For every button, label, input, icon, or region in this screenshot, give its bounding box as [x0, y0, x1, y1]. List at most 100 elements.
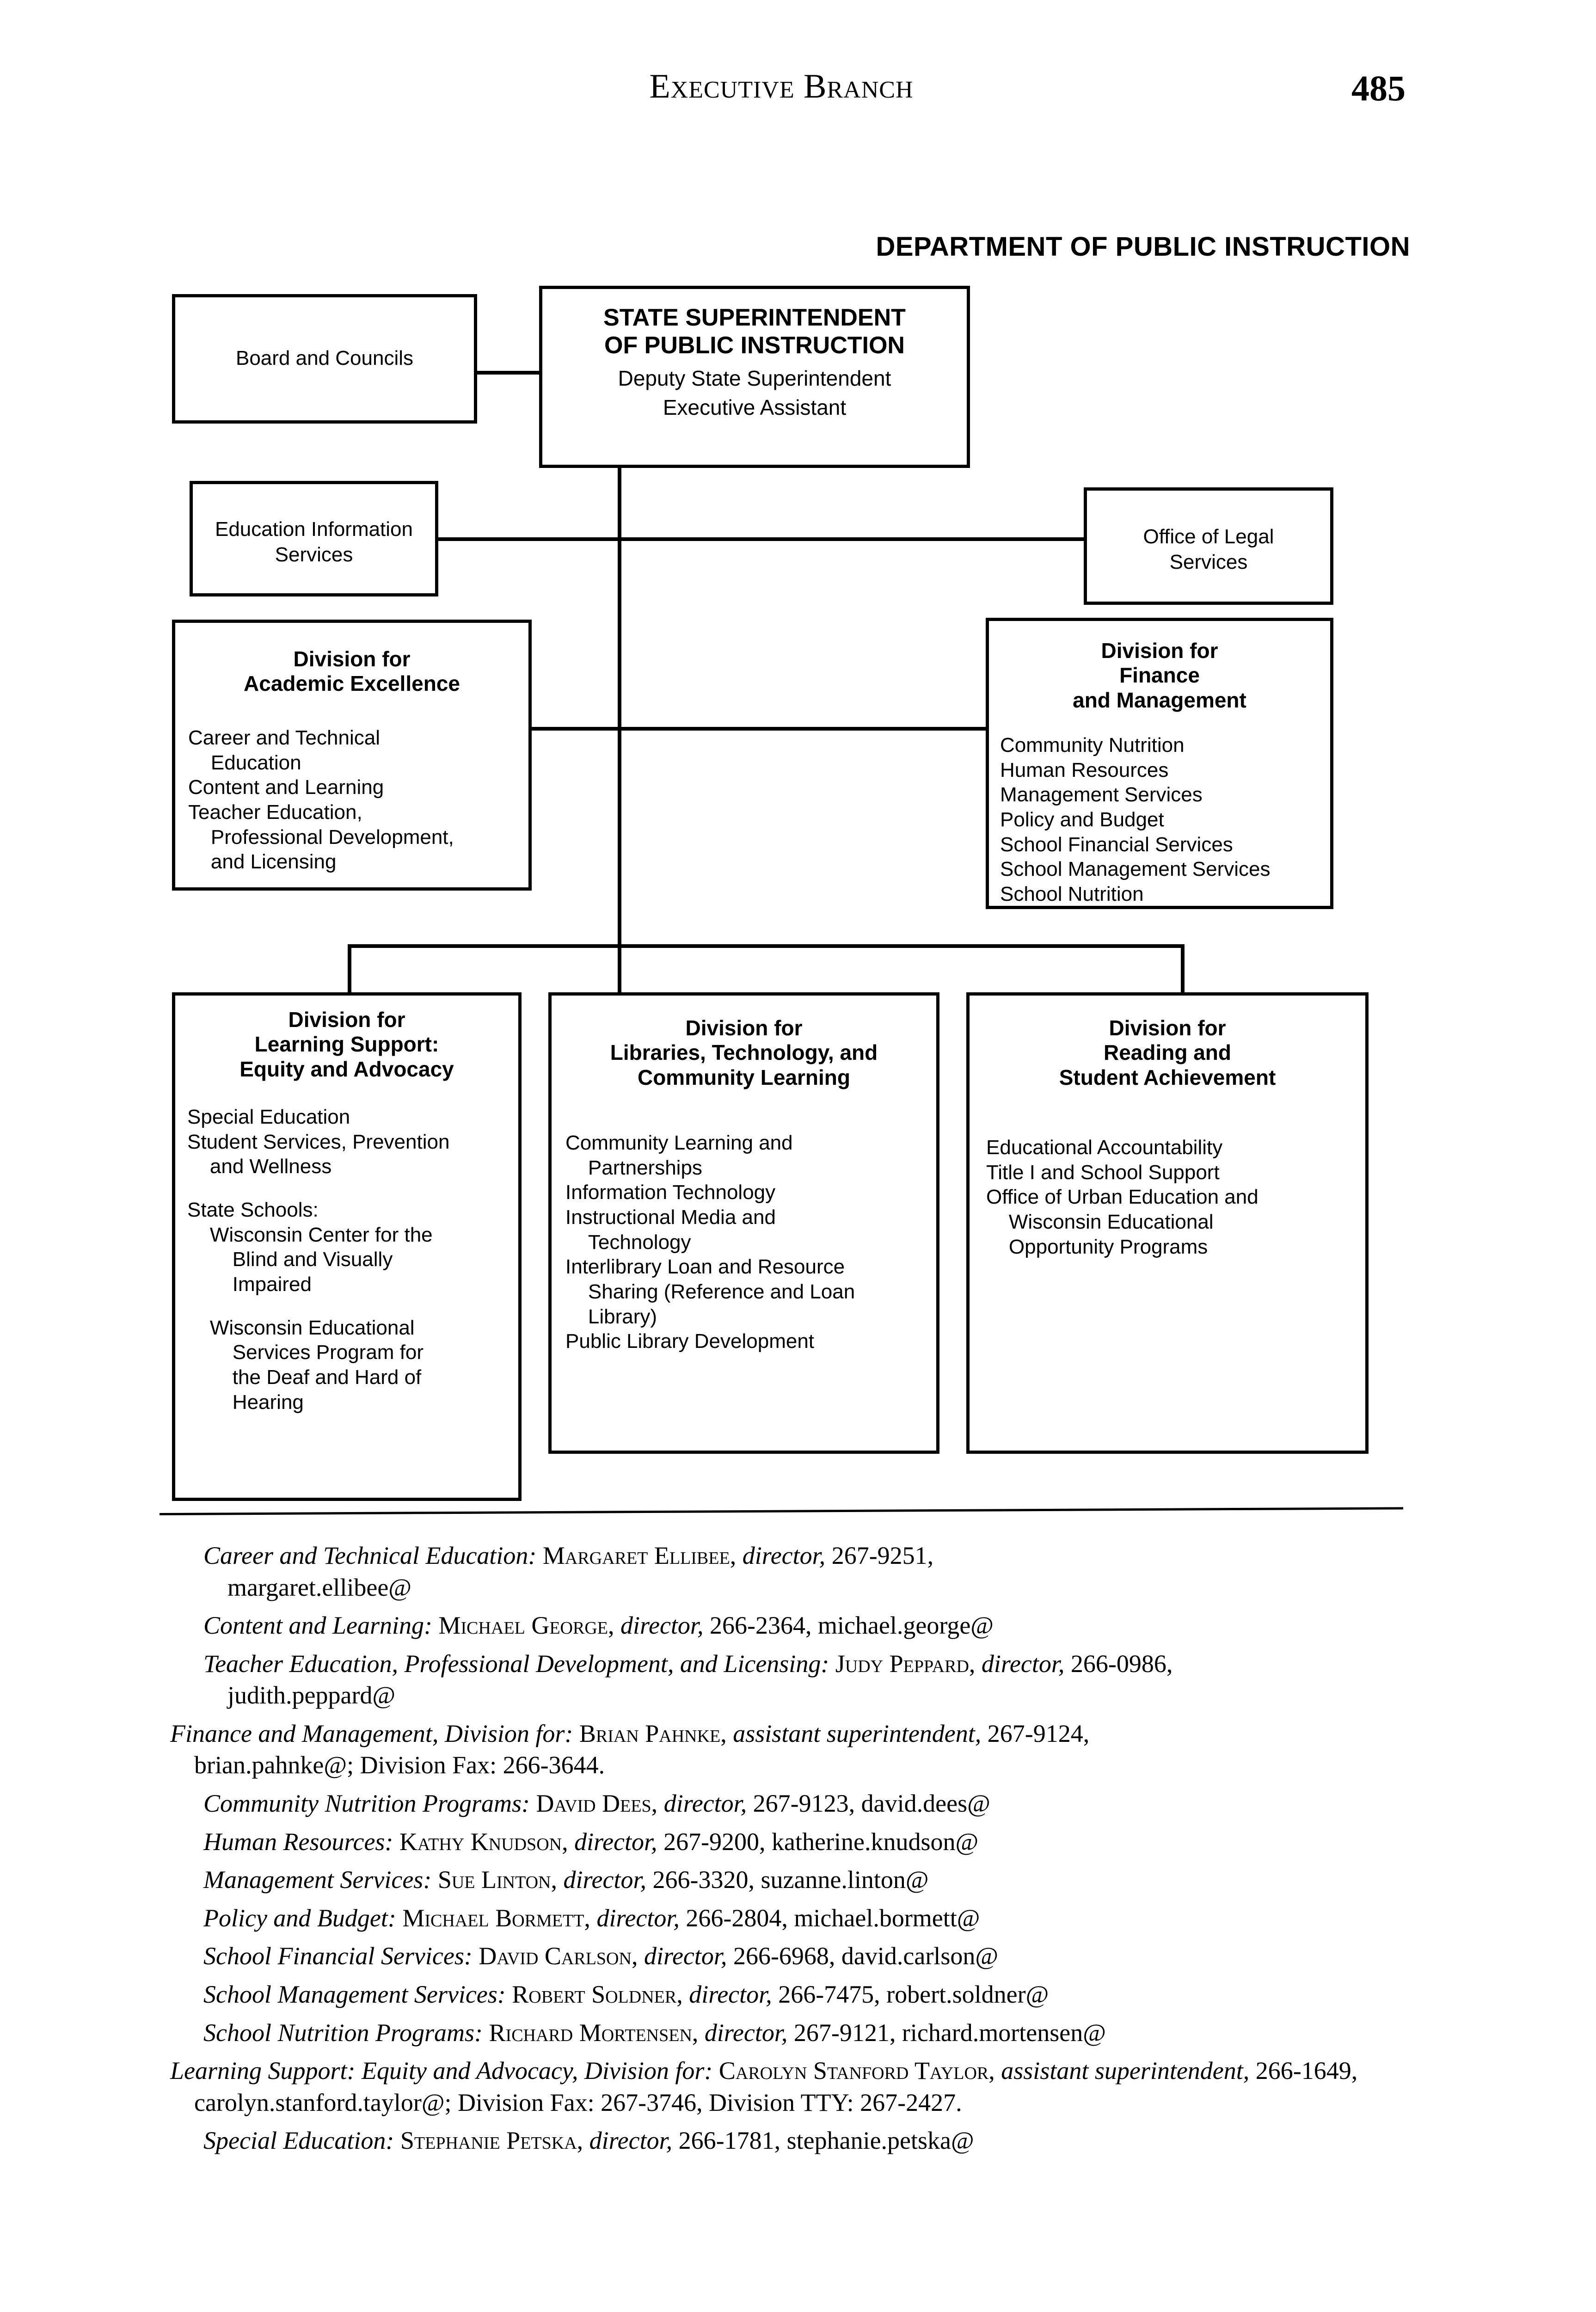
node-learning-support-header: Division for Learning Support: Equity an… — [175, 1008, 518, 1082]
finance-title-line1: Division for — [1101, 639, 1218, 663]
libraries-title-line1: Division for — [685, 1016, 803, 1040]
directory-entry-name: Sue Linton, — [437, 1866, 564, 1894]
learning-support-title-line2: Learning Support: — [254, 1032, 439, 1057]
node-office-of-legal-services[interactable]: Office of Legal Services — [1084, 487, 1333, 605]
node-board-and-councils-label: Board and Councils — [235, 347, 413, 369]
directory-entry: School Management Services: Robert Soldn… — [170, 1979, 1409, 2011]
directory-entry: Career and Technical Education: Margaret… — [170, 1540, 1409, 1603]
superintendent-title-line2: OF PUBLIC INSTRUCTION — [604, 332, 905, 359]
directory-entry-contact: richard.mortensen@ — [902, 2018, 1106, 2047]
org-chart: DEPARTMENT OF PUBLIC INSTRUCTION Board a… — [172, 234, 1410, 1501]
directory-entry: School Nutrition Programs: Richard Morte… — [170, 2017, 1409, 2049]
directory-entry-phone: 267-9124, — [987, 1719, 1090, 1747]
list-item-spacer — [187, 1297, 514, 1316]
connector-tier1-horizontal — [436, 537, 1086, 541]
directory-entry-contact: katherine.knudson@ — [772, 1827, 979, 1856]
node-division-libraries-technology[interactable]: Division for Libraries, Technology, and … — [548, 992, 939, 1454]
learning-support-title-line1: Division for — [288, 1008, 405, 1032]
directory-entry: Management Services: Sue Linton, directo… — [170, 1864, 1409, 1896]
node-board-and-councils[interactable]: Board and Councils — [172, 294, 477, 424]
superintendent-deputy-label: Deputy State Superintendent — [618, 366, 891, 390]
list-item: Title I and School Support — [986, 1161, 1220, 1184]
directory-entry-phone: 267-9251, — [831, 1542, 934, 1569]
node-education-information-services[interactable]: Education Information Services — [190, 481, 438, 596]
libraries-title-line3: Community Learning — [637, 1065, 851, 1089]
directory-entry-contact: margaret.ellibee@ — [227, 1573, 412, 1601]
directory-entry-role: assistant superintendent, — [1001, 2057, 1256, 2085]
directory-entry-label: Human Resources: — [203, 1827, 399, 1856]
node-state-superintendent-titles: STATE SUPERINTENDENT OF PUBLIC INSTRUCTI… — [542, 304, 967, 421]
directory-entry-contact: stephanie.petska@ — [786, 2127, 974, 2155]
directory-entry-phone: 267-9121, — [793, 2018, 902, 2047]
legal-line1: Office of Legal — [1143, 525, 1274, 548]
directory-entry: Learning Support: Equity and Advocacy, D… — [170, 2055, 1409, 2118]
academic-excellence-title-line2: Academic Excellence — [244, 671, 460, 696]
connector-bottom-distribution-bar — [348, 944, 1185, 948]
node-state-superintendent[interactable]: STATE SUPERINTENDENT OF PUBLIC INSTRUCTI… — [539, 286, 970, 468]
finance-title-line2: Finance — [1119, 663, 1200, 688]
directory-entry-phone: 266-7475, — [778, 1980, 887, 2008]
list-item: Community Nutrition — [1000, 734, 1185, 756]
node-division-learning-support[interactable]: Division for Learning Support: Equity an… — [172, 992, 522, 1501]
list-item: Public Library Development — [565, 1330, 815, 1353]
list-item: Teacher Education, Professional Developm… — [188, 801, 454, 873]
directory-entry: Human Resources: Kathy Knudson, director… — [170, 1826, 1409, 1858]
list-item: School Financial Services — [1000, 833, 1233, 856]
directory-entry-name: Carolyn Stanford Taylor, — [718, 2057, 1001, 2085]
reading-title-line1: Division for — [1109, 1016, 1226, 1040]
directory-entry: Finance and Management, Division for: Br… — [170, 1718, 1409, 1781]
directory-entry-name: Margaret Ellibee, — [542, 1542, 743, 1569]
directory-entry: Teacher Education, Professional Developm… — [170, 1648, 1409, 1711]
directory-entry-role: director, — [589, 2127, 679, 2155]
directory-entry-phone: 266-3320, — [652, 1866, 761, 1894]
node-academic-excellence-list: Career and Technical Education Content a… — [188, 726, 521, 874]
node-finance-list: Community Nutrition Human Resources Mana… — [1000, 733, 1326, 907]
directory-entry-label: Career and Technical Education: — [203, 1542, 543, 1569]
list-item: Office of Urban Education and Wisconsin … — [986, 1186, 1258, 1258]
list-item: Community Learning and Partnerships — [565, 1131, 793, 1179]
directory-entry-role: director, — [563, 1866, 653, 1894]
finance-title-line3: and Management — [1073, 688, 1246, 712]
directory-entry-role: director, — [596, 1904, 686, 1932]
list-item: Information Technology — [565, 1181, 776, 1204]
node-office-of-legal-services-label: Office of Legal Services — [1087, 524, 1330, 575]
list-item: Interlibrary Loan and Resource Sharing (… — [565, 1255, 855, 1328]
directory-entry-name: David Carlson, — [479, 1942, 644, 1970]
directory-entry-role: director, — [742, 1542, 832, 1569]
directory-entry-name: Michael George, — [438, 1611, 620, 1640]
list-item: Career and Technical Education — [188, 726, 380, 774]
superintendent-exec-assistant-label: Executive Assistant — [663, 395, 847, 420]
list-item: Special Education — [187, 1106, 350, 1128]
legal-line2: Services — [1169, 551, 1248, 573]
directory-entry-contact: david.dees@ — [861, 1789, 990, 1818]
list-item: Wisconsin Educational Services Program f… — [209, 1316, 424, 1414]
directory-entry-phone: 267-9200, — [663, 1827, 772, 1856]
directory-entry-name: Michael Bormett, — [402, 1904, 597, 1932]
node-learning-support-list: Special Education Student Services, Prev… — [187, 1105, 514, 1414]
directory-entry-contact: carolyn.stanford.taylor@; Division Fax: … — [194, 2088, 962, 2116]
list-item: Human Resources — [1000, 758, 1169, 781]
list-item: Content and Learning — [188, 776, 384, 799]
directory-entry-phone: 266-1649, — [1255, 2057, 1358, 2085]
node-division-academic-excellence[interactable]: Division for Academic Excellence Career … — [172, 620, 532, 891]
connector-drop-reading — [1181, 944, 1185, 996]
directory-entry-label: Community Nutrition Programs: — [203, 1789, 536, 1818]
node-division-finance-management[interactable]: Division for Finance and Management Comm… — [986, 618, 1333, 909]
directory-entry-contact: michael.bormett@ — [794, 1904, 980, 1932]
list-item: State Schools: Wisconsin Center for the … — [187, 1199, 433, 1296]
directory-entry-phone: 266-0986, — [1070, 1649, 1173, 1678]
directory-entry-label: Special Education: — [203, 2127, 400, 2155]
list-item: Management Services — [1000, 783, 1203, 806]
list-item: School Nutrition — [1000, 883, 1144, 906]
directory-entry-label: Finance and Management, Division for: — [170, 1719, 579, 1747]
connector-board-to-superintendent — [473, 371, 543, 375]
page-title: Executive Branch — [649, 68, 914, 105]
directory-entry-role: director, — [704, 2018, 794, 2047]
directory-entry-label: Teacher Education, Professional Developm… — [203, 1649, 835, 1678]
directory-entry-label: Learning Support: Equity and Advocacy, D… — [170, 2057, 719, 2085]
directory-entry-role: director, — [644, 1942, 733, 1970]
directory-entry-name: David Dees, — [536, 1789, 664, 1818]
directory-entry-role: assistant superintendent, — [733, 1719, 988, 1747]
directory-entry-phone: 267-9123, — [753, 1789, 861, 1818]
node-division-reading-student-achievement[interactable]: Division for Reading and Student Achieve… — [966, 992, 1369, 1454]
